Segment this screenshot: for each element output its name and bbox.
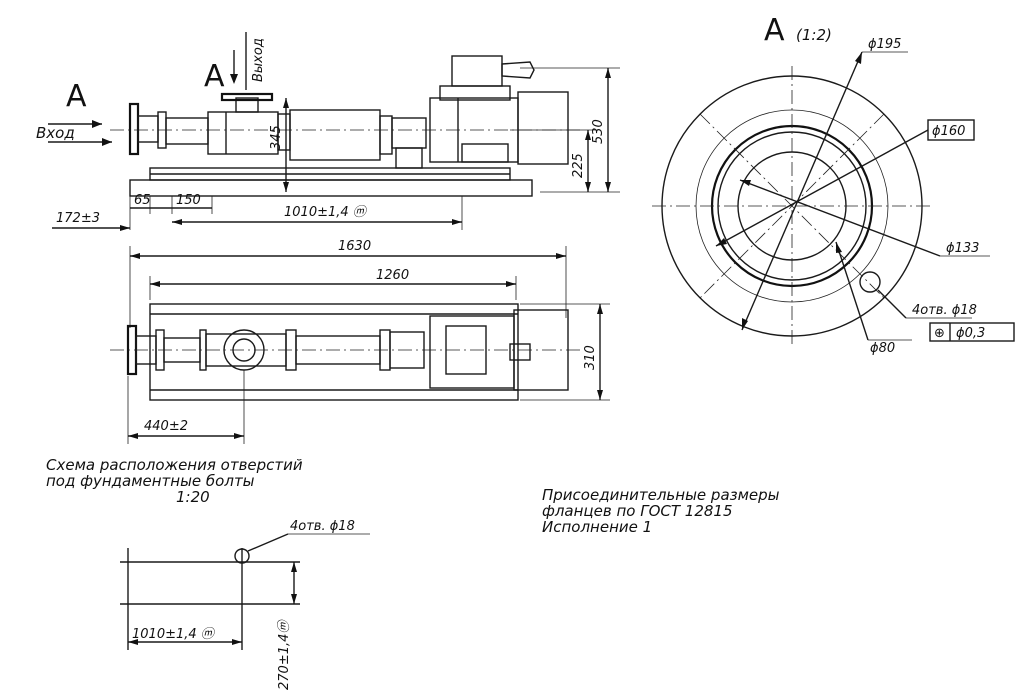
dim-310: 310	[583, 345, 598, 370]
dim-1630: 1630	[338, 239, 371, 254]
dim-1010-side: 1010±1,4 ⓜ	[284, 205, 368, 220]
pump-plan-view	[110, 246, 610, 444]
bolt-hole-scheme	[120, 533, 370, 650]
pump-side-view	[48, 32, 620, 231]
dim-phi160: ϕ160	[932, 124, 965, 139]
dim-225: 225	[571, 153, 586, 178]
dim-150: 150	[176, 193, 201, 208]
dim-65: 65	[134, 193, 151, 208]
dim-phi133: ϕ133	[946, 241, 979, 256]
dim-440: 440±2	[144, 419, 188, 434]
dim-phi80: ϕ80	[870, 341, 895, 356]
dim-172: 172±3	[56, 211, 100, 226]
flange-holes-label: 4отв. ϕ18	[912, 303, 977, 318]
bolt-scheme-dim-270: 270±1,4ⓜ	[277, 619, 292, 690]
bolt-scheme-title-line2: под фундаментные болты	[46, 472, 255, 490]
inlet-label: Вход	[36, 124, 75, 142]
position-tolerance-value: ϕ0,3	[956, 326, 985, 341]
dim-1260: 1260	[376, 268, 409, 283]
bolt-scheme-dim-1010: 1010±1,4 ⓜ	[132, 627, 216, 642]
dim-345: 345	[269, 125, 284, 150]
bolt-scheme-scale: 1:20	[176, 488, 210, 506]
flange-note-line1: Присоединительные размеры	[542, 486, 780, 504]
position-tolerance-symbol: ⊕	[934, 326, 945, 341]
section-a-label-left: A	[66, 79, 87, 114]
section-a-label-top: A	[204, 59, 225, 94]
flange-note-line3: Исполнение 1	[542, 518, 652, 536]
bolt-scheme-title-line1: Схема расположения отверстий	[46, 456, 303, 474]
scale-a-label: (1:2)	[796, 26, 832, 44]
flange-note-line2: фланцев по ГОСТ 12815	[542, 502, 733, 520]
flange-view-a	[652, 51, 1015, 346]
section-a-label-right: A	[764, 13, 785, 48]
dim-phi195: ϕ195	[868, 37, 901, 52]
bolt-scheme-holes-label: 4отв. ϕ18	[290, 519, 355, 534]
dim-530: 530	[591, 119, 606, 144]
outlet-label: Выход	[251, 38, 266, 82]
